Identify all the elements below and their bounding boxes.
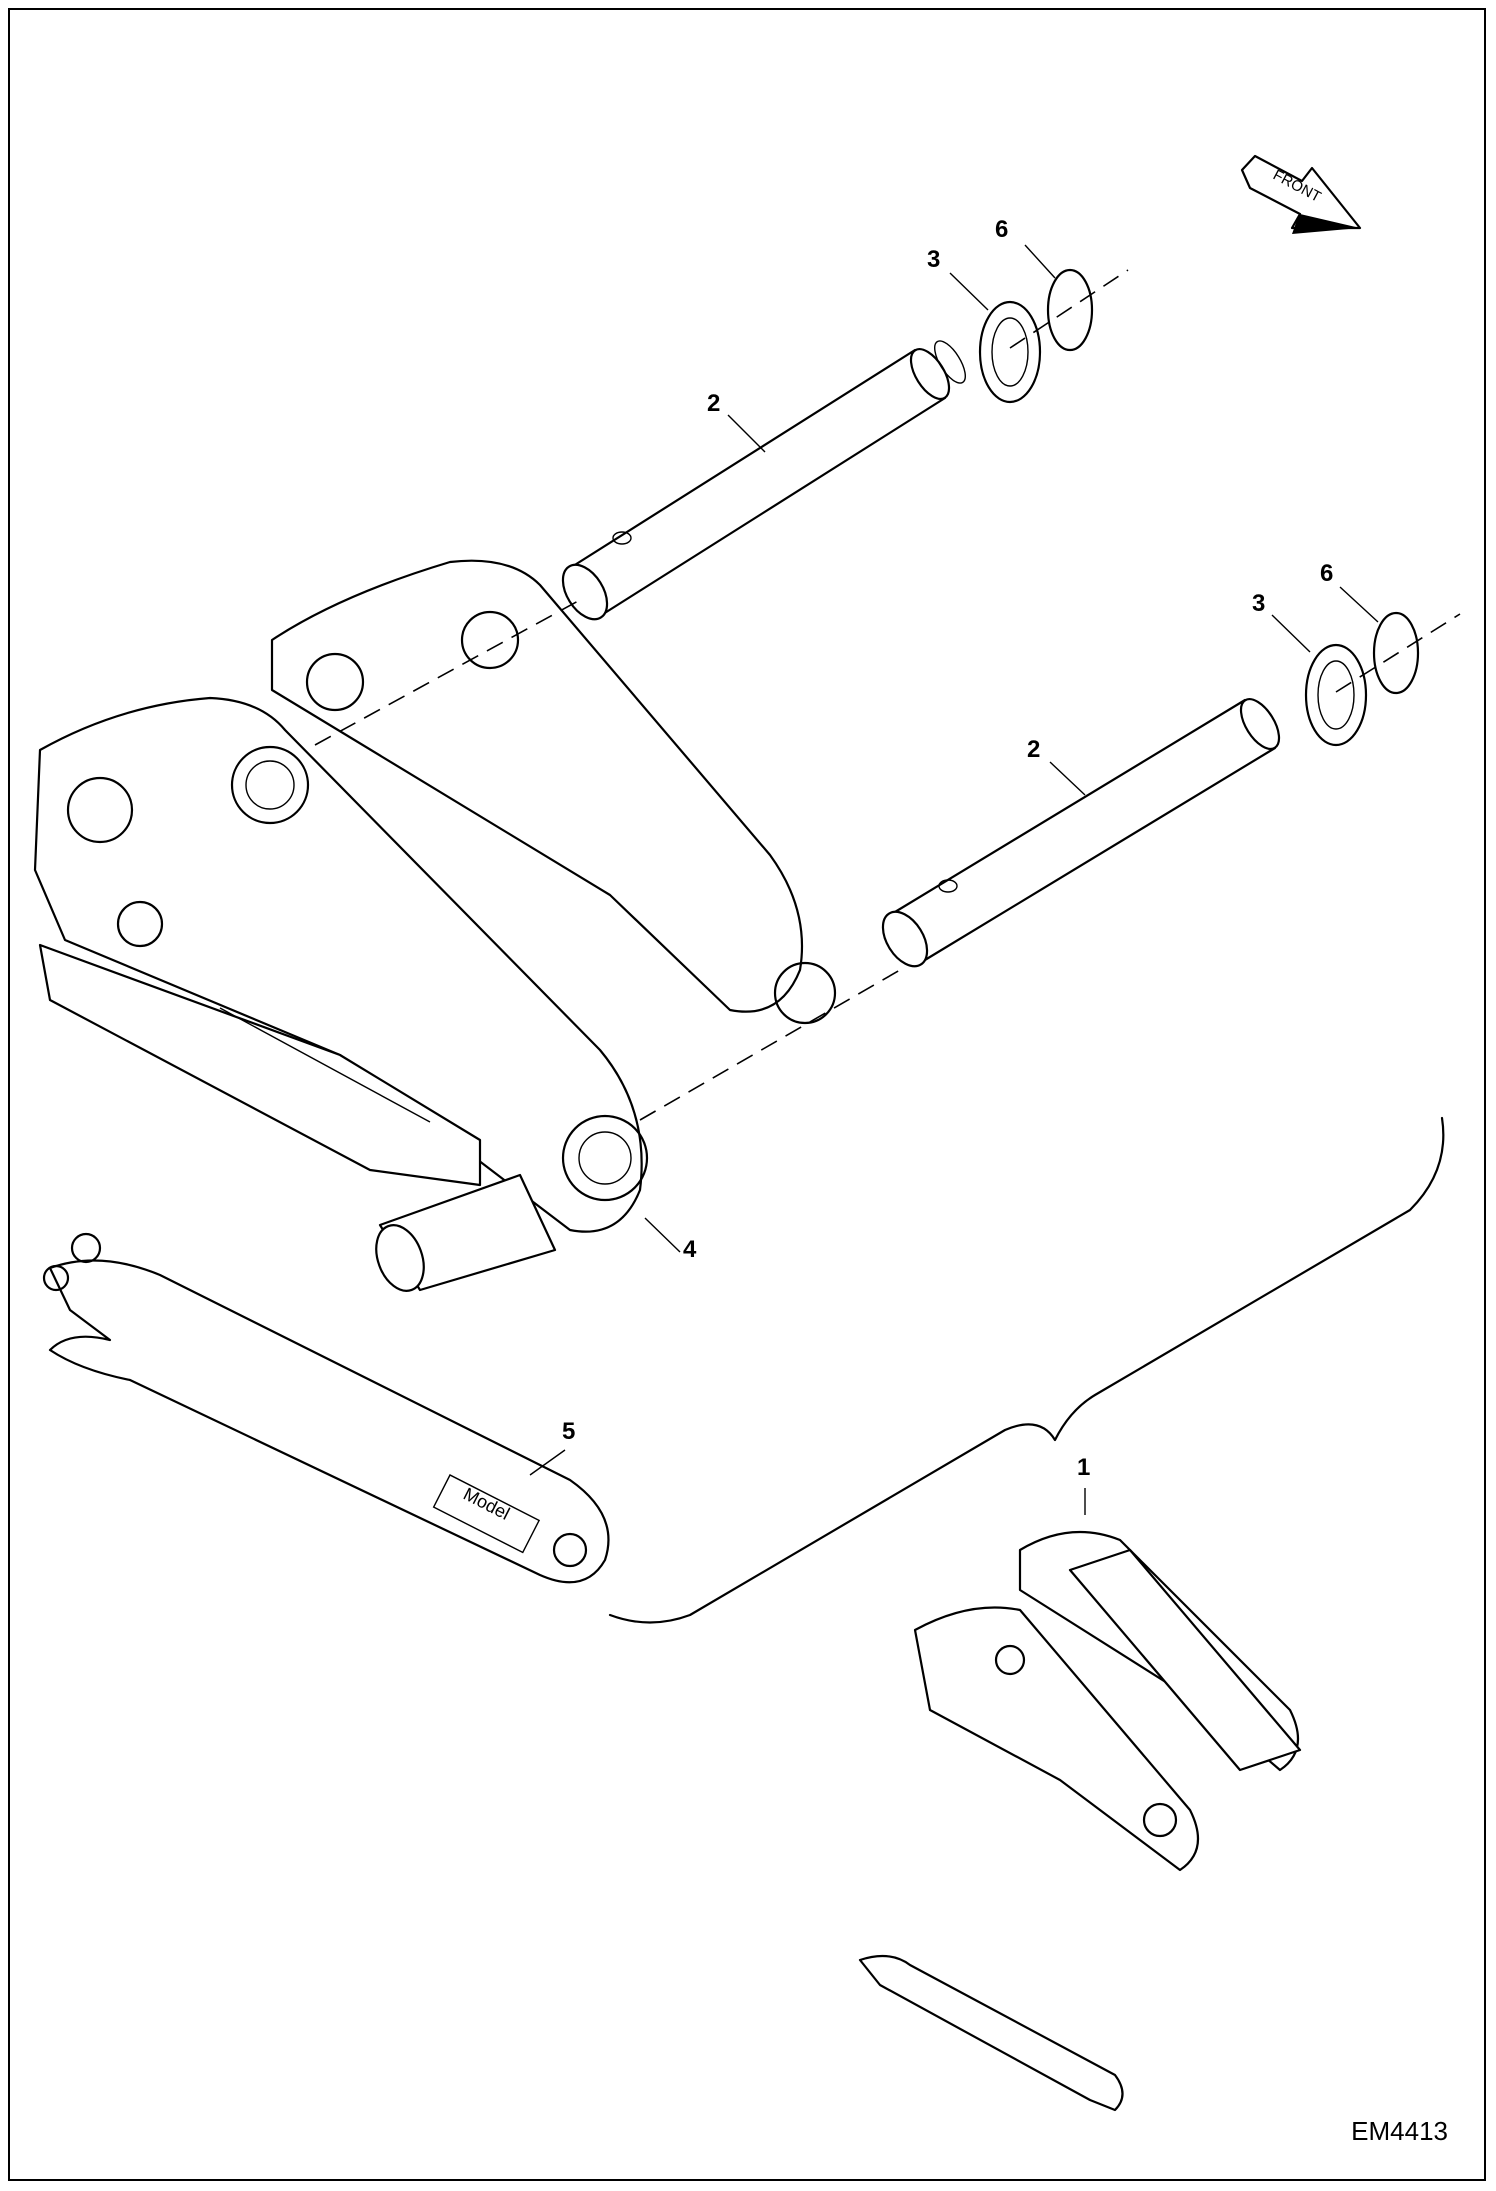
quick-coupler — [33, 559, 901, 1292]
complete-assembly-thumbnail — [858, 1488, 1302, 2112]
upper-pin-assembly — [561, 268, 1129, 621]
leader-lines — [529, 244, 1379, 1476]
callout-2-upper: 2 — [707, 390, 721, 417]
callout-1: 1 — [1077, 1454, 1091, 1481]
callout-5: 5 — [562, 1418, 576, 1445]
callout-4: 4 — [683, 1236, 697, 1263]
callout-6-upper: 6 — [995, 216, 1009, 243]
exploded-parts-illustration: FRONT — [33, 154, 1461, 2112]
assembly-bracket — [608, 1116, 1445, 1624]
drawing-frame: FRONT — [8, 8, 1486, 2181]
drawing-number: EM4413 — [1351, 2116, 1448, 2146]
coupler-wrench: Model — [42, 1232, 610, 1584]
callout-3-lower: 3 — [1252, 590, 1266, 617]
front-direction-arrow: FRONT — [1240, 154, 1362, 234]
callout-3-upper: 3 — [927, 246, 941, 273]
callout-2-lower: 2 — [1027, 736, 1041, 763]
lower-pin-assembly — [881, 611, 1461, 968]
callout-6-lower: 6 — [1320, 560, 1334, 587]
